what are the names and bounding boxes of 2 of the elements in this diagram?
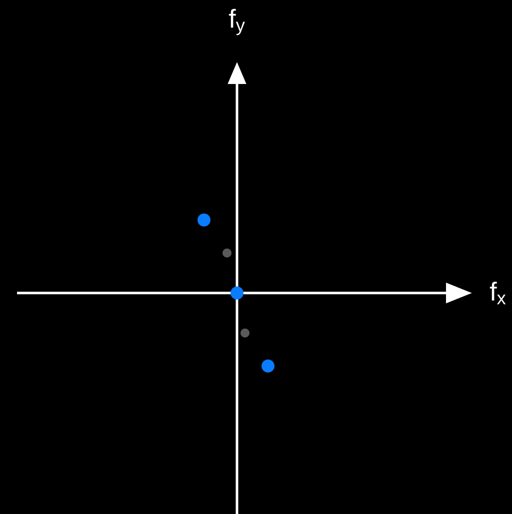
- axis-label: f$_{y}$: [228, 8, 245, 36]
- axis-label: f$_{x}$: [490, 282, 506, 304]
